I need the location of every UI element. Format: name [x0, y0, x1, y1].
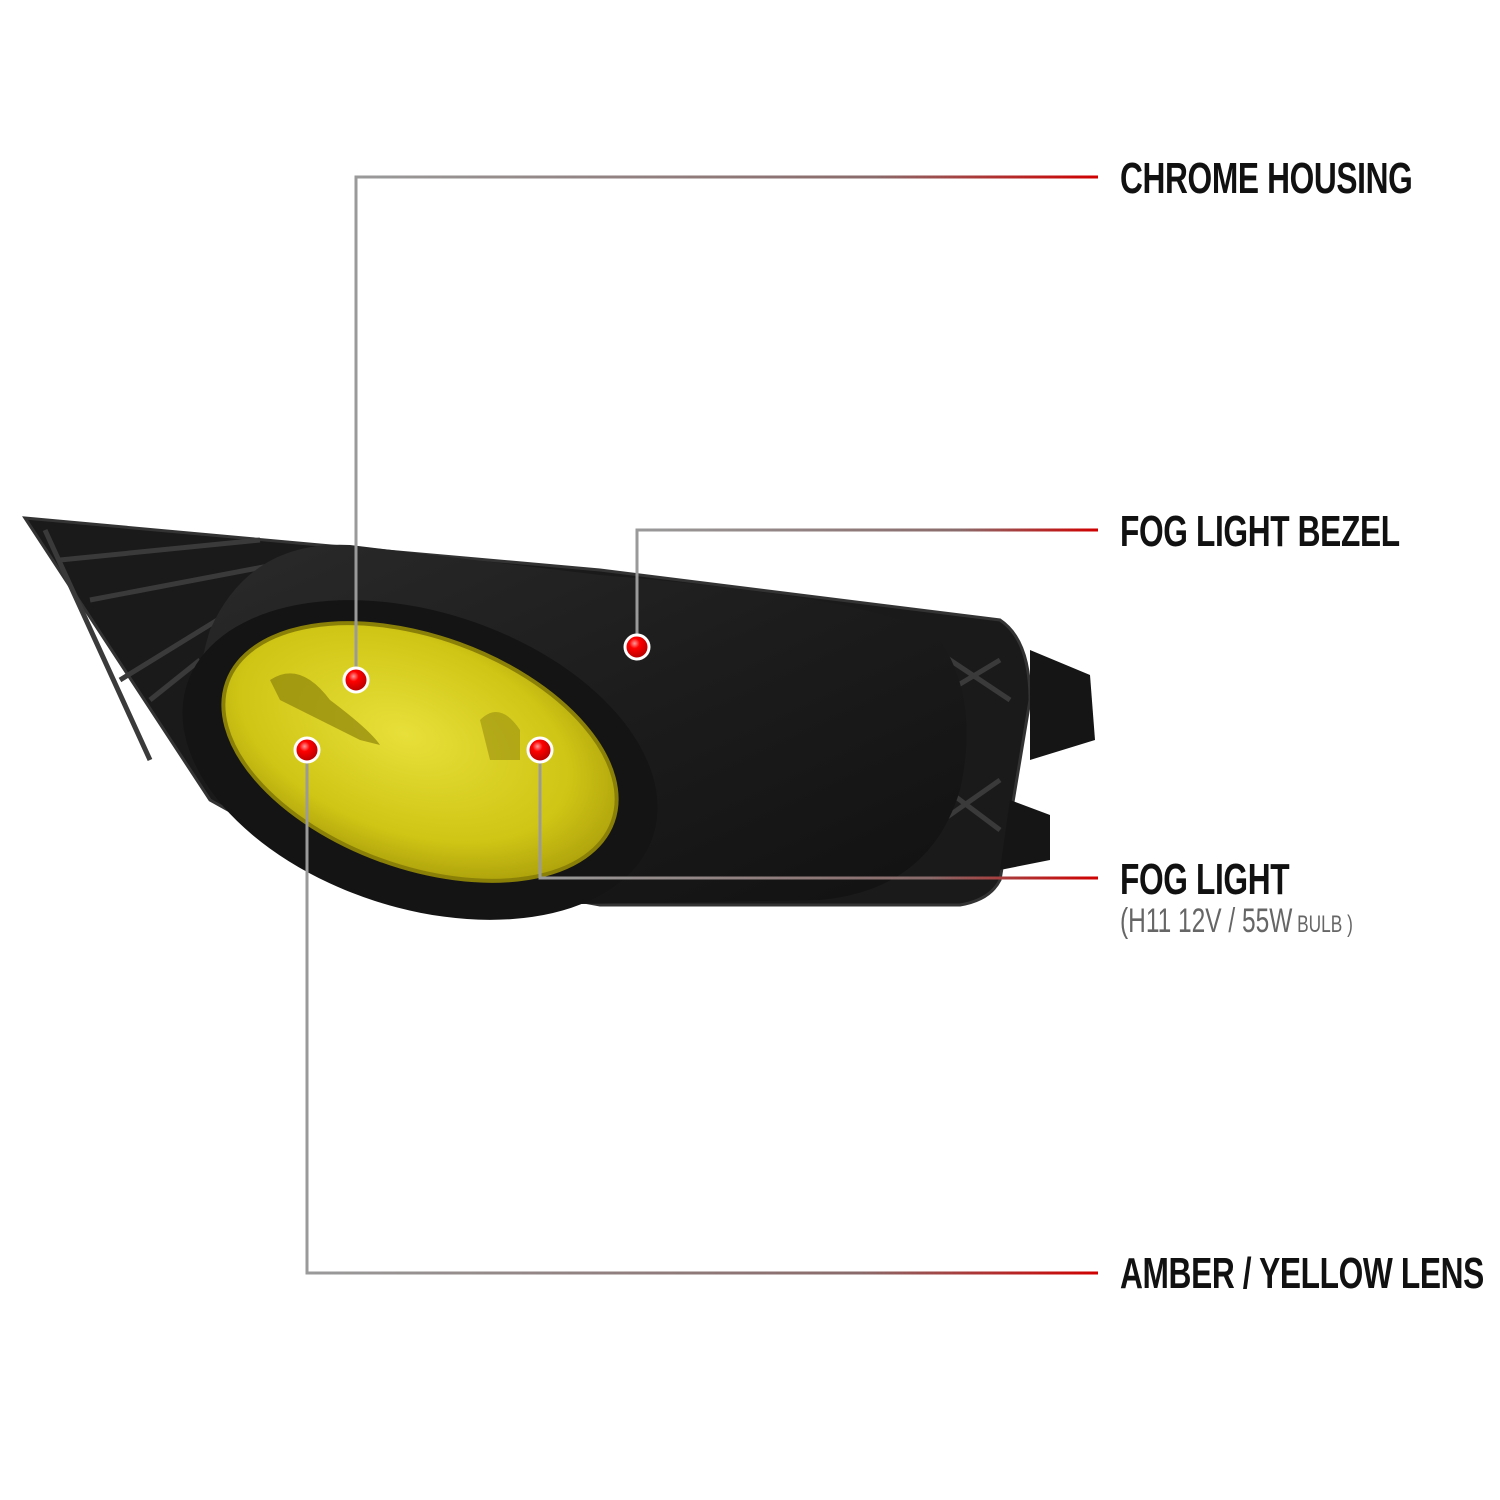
bulb-spec-main: (H11 12V / 55W — [1120, 902, 1293, 940]
label-fog-light: FOG LIGHT — [1120, 855, 1290, 904]
yellow-lens — [221, 621, 619, 883]
leader-chrome-housing — [354, 175, 1098, 680]
leader-lens — [305, 750, 1098, 1275]
leader-fog-light — [538, 750, 1098, 880]
marker-dot — [342, 666, 370, 694]
marker-dot — [623, 633, 651, 661]
label-fog-light-bezel: FOG LIGHT BEZEL — [1120, 507, 1400, 556]
bulb-spec: (H11 12V / 55W BULB ) — [1120, 902, 1353, 941]
label-amber-yellow-lens: AMBER / YELLOW LENS — [1120, 1249, 1484, 1298]
marker-dot — [526, 736, 554, 764]
marker-dot — [293, 736, 321, 764]
bulb-spec-small: BULB ) — [1292, 911, 1353, 938]
leader-bezel — [635, 528, 1098, 647]
label-chrome-housing: CHROME HOUSING — [1120, 154, 1413, 203]
